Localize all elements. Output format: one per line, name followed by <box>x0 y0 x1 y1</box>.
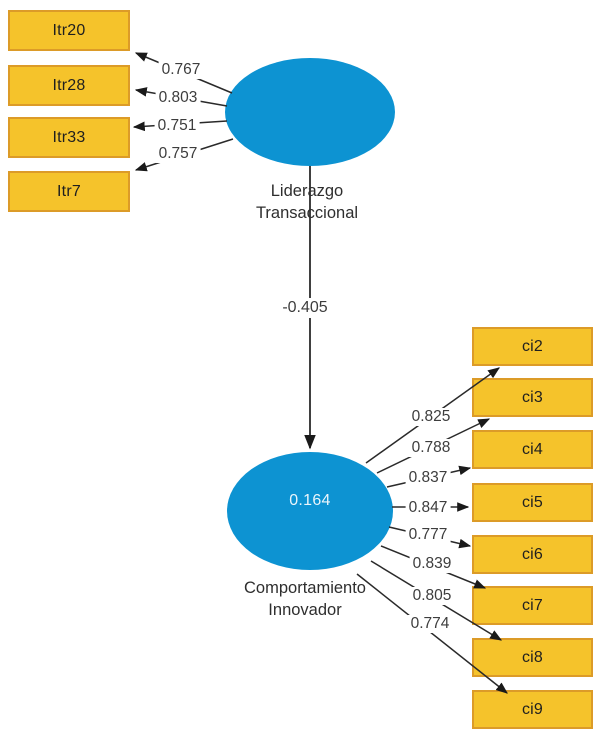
construct-label-line2: Transaccional <box>255 204 359 222</box>
construct-label-line1: Liderazgo <box>270 182 344 200</box>
construct-ellipse-liderazgo <box>225 58 395 166</box>
indicator-box-ci2: ci2 <box>472 327 593 366</box>
indicator-box-itr28: Itr28 <box>8 65 130 106</box>
loading-value-itr20: 0.767 <box>158 61 204 79</box>
loading-value-ci7: 0.839 <box>409 555 455 573</box>
indicator-label: ci7 <box>521 596 544 614</box>
loading-value-ci6: 0.777 <box>405 526 451 544</box>
indicator-box-ci6: ci6 <box>472 535 593 574</box>
path-coefficient-label: -0.405 <box>276 298 334 318</box>
indicator-label: ci9 <box>521 700 544 718</box>
construct-label-line2: Innovador <box>268 601 342 619</box>
indicator-label: Itr28 <box>52 76 86 94</box>
loading-value-ci4: 0.837 <box>405 469 451 487</box>
indicator-label: ci6 <box>521 545 544 563</box>
indicator-label: ci5 <box>521 493 544 511</box>
loading-value-ci3: 0.788 <box>408 439 454 457</box>
indicator-box-itr20: Itr20 <box>8 10 130 51</box>
loading-arrow-ci9 <box>356 573 508 694</box>
indicator-box-ci8: ci8 <box>472 638 593 677</box>
loading-value-ci8: 0.805 <box>409 587 455 605</box>
construct-ellipse-comportamiento: 0.164 <box>227 452 393 570</box>
loading-value-ci9: 0.774 <box>407 615 453 633</box>
indicator-label: Itr7 <box>57 182 81 200</box>
loading-value-itr7: 0.757 <box>155 145 201 163</box>
construct-label-line1: Comportamiento <box>244 579 366 597</box>
indicator-box-ci5: ci5 <box>472 483 593 522</box>
indicator-label: Itr20 <box>52 21 86 39</box>
indicator-box-ci3: ci3 <box>472 378 593 417</box>
construct-label-comportamiento: Comportamiento Innovador <box>244 577 366 621</box>
indicator-label: ci2 <box>521 337 544 355</box>
indicator-box-itr7: Itr7 <box>8 171 130 212</box>
indicator-label: ci3 <box>521 388 544 406</box>
r-squared-value: 0.164 <box>289 492 331 509</box>
loading-value-ci5: 0.847 <box>405 499 451 517</box>
loading-value-itr33: 0.751 <box>154 117 200 135</box>
indicator-label: ci8 <box>521 648 544 666</box>
indicator-label: Itr33 <box>52 128 86 146</box>
construct-label-liderazgo: Liderazgo Transaccional <box>256 180 358 224</box>
indicator-box-ci7: ci7 <box>472 586 593 625</box>
loading-value-itr28: 0.803 <box>155 89 201 107</box>
indicator-box-ci4: ci4 <box>472 430 593 469</box>
indicator-box-ci9: ci9 <box>472 690 593 729</box>
indicator-box-itr33: Itr33 <box>8 117 130 158</box>
indicator-label: ci4 <box>521 440 544 458</box>
loading-value-ci2: 0.825 <box>408 408 454 426</box>
